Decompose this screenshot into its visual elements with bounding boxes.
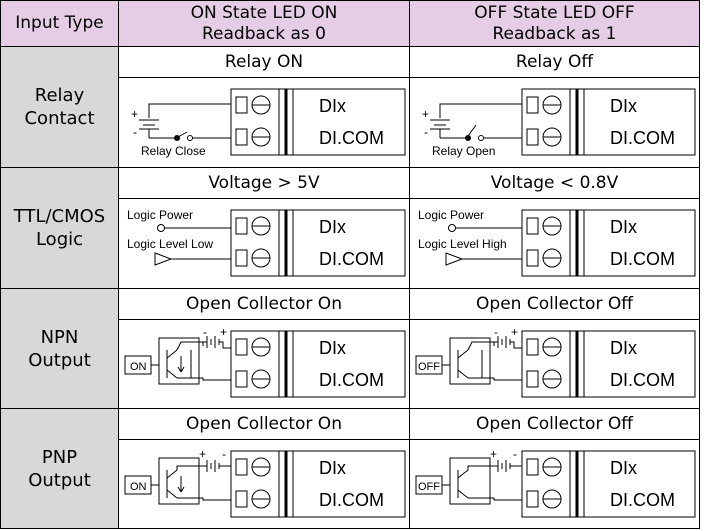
row-pnp-off-title: Open Collector Off: [409, 408, 700, 440]
pnp-on-diagram: ON + - DIx DI.COM: [118, 439, 410, 529]
ttl-on-terminal-dicom: DI.COM: [319, 249, 384, 269]
pnp-off-terminal-dix: DIx: [610, 458, 637, 478]
row-npn-off-title: Open Collector Off: [409, 288, 700, 320]
row-pnp-type-line1: PNP: [41, 446, 78, 468]
row-relay-off-title: Relay Off: [409, 46, 700, 78]
row-pnp-off-title-text: Open Collector Off: [476, 414, 633, 434]
relay-on-terminal-dicom: DI.COM: [319, 128, 384, 148]
relay-on-plus: +: [131, 107, 138, 121]
row-relay-off-title-text: Relay Off: [515, 52, 594, 72]
relay-on-minus: -: [133, 125, 137, 139]
relay-off-diagram: + - Relay Open DIx DI.COM: [409, 77, 700, 168]
row-ttl-on-title: Voltage > 5V: [118, 167, 410, 199]
row-relay-type-line1: Relay: [34, 85, 85, 106]
npn-off-terminal-dicom: DI.COM: [610, 370, 675, 390]
pnp-on-plus: +: [199, 447, 206, 461]
row-ttl-off-title: Voltage < 0.8V: [409, 167, 700, 199]
row-npn-on-title-text: Open Collector On: [186, 294, 342, 314]
pnp-on-terminal-dix: DIx: [319, 458, 346, 478]
ttl-off-terminal-dix: DIx: [610, 217, 637, 237]
pnp-off-switch-label: OFF: [418, 481, 440, 493]
npn-off-diagram: OFF - + DIx DI.COM: [409, 319, 700, 409]
row-relay-on-title: Relay ON: [118, 46, 410, 78]
row-ttl-type-line2: Logic: [35, 229, 84, 250]
row-relay-on-title-text: Relay ON: [224, 52, 304, 72]
row-pnp-on-title: Open Collector On: [118, 408, 410, 440]
row-npn-off-title-text: Open Collector Off: [476, 294, 633, 314]
relay-on-caption: Relay Close: [141, 144, 206, 158]
relay-off-plus: +: [422, 107, 429, 121]
pnp-on-terminal-dicom: DI.COM: [319, 490, 384, 510]
ttl-on-diagram: Logic Power Logic Level Low DIx DI.COM: [118, 198, 410, 289]
header-off-line2: Readback as 1: [492, 23, 617, 44]
row-ttl-type: TTL/CMOS Logic: [0, 167, 119, 289]
row-ttl-on-title-text: Voltage > 5V: [208, 173, 320, 193]
pnp-off-plus: +: [490, 447, 497, 461]
row-npn-type-line1: NPN: [40, 326, 79, 348]
row-relay-type: Relay Contact: [0, 46, 119, 168]
pnp-on-minus: -: [222, 447, 226, 461]
npn-off-plus: +: [511, 325, 518, 339]
ttl-on-label-level: Logic Level Low: [127, 237, 213, 251]
row-pnp-type: PNP Output: [0, 408, 119, 529]
pnp-off-terminal-dicom: DI.COM: [610, 490, 675, 510]
ttl-off-label-power: Logic Power: [418, 208, 484, 222]
relay-off-terminal-dix: DIx: [610, 96, 637, 116]
row-pnp-on-title-text: Open Collector On: [186, 414, 342, 434]
npn-on-terminal-dicom: DI.COM: [319, 370, 384, 390]
ttl-off-label-level: Logic Level High: [418, 237, 507, 251]
relay-off-caption: Relay Open: [432, 144, 495, 158]
row-ttl-off-title-text: Voltage < 0.8V: [490, 173, 619, 193]
header-off-state: OFF State LED OFF Readback as 1: [409, 0, 700, 47]
pnp-off-diagram: OFF + - DIx DI.COM: [409, 439, 700, 529]
header-on-line1: ON State LED ON: [190, 2, 338, 23]
ttl-off-diagram: Logic Power Logic Level High DIx DI.COM: [409, 198, 700, 289]
header-on-line2: Readback as 0: [201, 23, 326, 44]
relay-off-terminal-dicom: DI.COM: [610, 128, 675, 148]
row-npn-on-title: Open Collector On: [118, 288, 410, 320]
npn-on-terminal-dix: DIx: [319, 338, 346, 358]
pnp-off-minus: -: [513, 447, 517, 461]
npn-off-switch-label: OFF: [418, 361, 440, 373]
row-npn-type-line2: Output: [28, 349, 91, 371]
ttl-on-terminal-dix: DIx: [319, 217, 346, 237]
npn-off-terminal-dix: DIx: [610, 338, 637, 358]
row-pnp-type-line2: Output: [28, 469, 91, 491]
ttl-off-terminal-dicom: DI.COM: [610, 249, 675, 269]
ttl-on-label-power: Logic Power: [127, 208, 193, 222]
npn-off-minus: -: [494, 325, 498, 339]
npn-on-plus: +: [220, 325, 227, 339]
pnp-on-switch-label: ON: [130, 481, 147, 493]
header-off-line1: OFF State LED OFF: [474, 2, 635, 23]
npn-on-minus: -: [203, 325, 207, 339]
relay-on-diagram: + - Relay Close DIx DI.COM: [118, 77, 410, 168]
header-input-type-label: Input Type: [15, 13, 104, 33]
header-input-type: Input Type: [0, 0, 119, 47]
npn-on-switch-label: ON: [130, 361, 147, 373]
relay-off-minus: -: [424, 125, 428, 139]
header-on-state: ON State LED ON Readback as 0: [118, 0, 410, 47]
relay-on-terminal-dix: DIx: [319, 96, 346, 116]
row-ttl-type-line1: TTL/CMOS: [13, 206, 106, 227]
npn-on-diagram: ON - + DIx DI.COM: [118, 319, 410, 409]
row-npn-type: NPN Output: [0, 288, 119, 409]
row-relay-type-line2: Contact: [24, 108, 95, 129]
